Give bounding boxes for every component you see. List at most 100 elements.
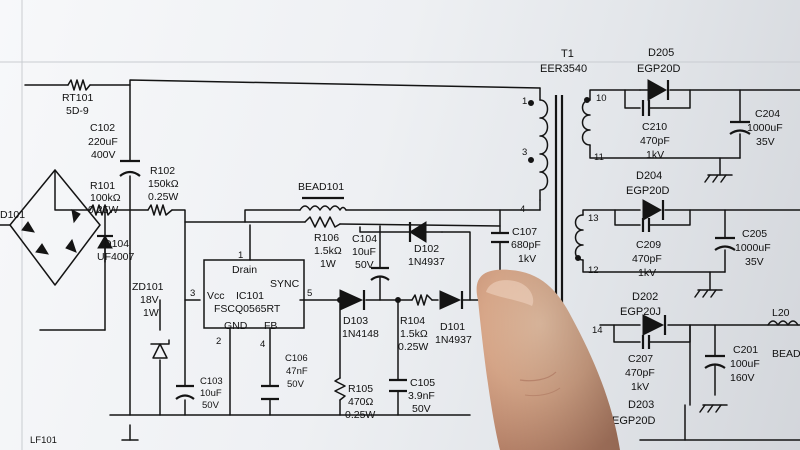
d101-label: D101	[0, 209, 25, 221]
ic-drain-label: Drain	[232, 264, 257, 276]
c207-voltage: 1kV	[631, 381, 649, 393]
ic-pin-5: 5	[307, 288, 312, 299]
c103-ref: C103	[200, 376, 223, 387]
d204-value: EGP20D	[626, 185, 669, 197]
chassis-ground-2	[694, 289, 723, 298]
c107-ref: C107	[512, 226, 537, 238]
t1-pin-14: 14	[592, 325, 603, 336]
r102-power: 0.25W	[148, 191, 178, 203]
d103-diode	[337, 289, 366, 311]
t1-pin-11: 11	[594, 152, 604, 163]
ic-pin-3: 3	[190, 288, 195, 299]
c105-ref: C105	[410, 377, 435, 389]
lf101-label: LF101	[30, 435, 57, 446]
ic101-body	[203, 259, 305, 329]
d205-ref: D205	[648, 47, 674, 59]
r104-ref: R104	[400, 315, 425, 327]
t1-pin-1: 1	[522, 96, 527, 107]
c204-voltage: 35V	[756, 136, 775, 148]
d102-diode	[408, 221, 443, 243]
c205-value: 1000uF	[735, 242, 771, 254]
c106-voltage: 50V	[287, 379, 305, 390]
c209-value: 470pF	[632, 253, 662, 265]
d101-diode-small	[439, 290, 464, 310]
zd101-zener	[150, 339, 170, 359]
c104-capacitor	[370, 266, 390, 281]
r104-power: 0.25W	[398, 341, 428, 353]
bead-label-cut: BEAD	[772, 348, 800, 360]
c106-ref: C106	[285, 353, 308, 364]
t1-pin-13: 13	[588, 213, 599, 224]
c107-value: 680pF	[511, 239, 541, 251]
rt101-value: 5D-9	[66, 105, 89, 117]
c105-value: 3.9nF	[408, 390, 435, 402]
c209-capacitor	[641, 218, 651, 232]
d101b-ref: D101	[440, 321, 465, 333]
ic-pin-4: 4	[260, 339, 265, 350]
ground-symbol	[121, 424, 139, 441]
c106-value: 47nF	[286, 366, 308, 377]
d202-diode	[642, 314, 667, 336]
bead101-ferrite	[299, 196, 347, 211]
r105-value: 470Ω	[348, 396, 374, 408]
r101-value: 100kΩ	[90, 192, 121, 204]
c207-value: 470pF	[625, 367, 655, 379]
t1-pin-12: 12	[588, 265, 599, 276]
d103-ref: D103	[343, 315, 368, 327]
zd101-voltage: 18V	[140, 294, 159, 306]
c210-ref: C210	[642, 121, 667, 133]
ic-pin-1: 1	[238, 250, 243, 261]
d204-ref: D204	[636, 170, 662, 182]
r106-resistor	[304, 216, 341, 228]
ic-ref: IC101	[236, 290, 264, 302]
d203-ref: D203	[628, 399, 654, 411]
c107-voltage: 1kV	[518, 253, 536, 265]
r106-ref: R106	[314, 232, 339, 244]
t1-part: EER3540	[540, 63, 587, 75]
chassis-ground-3	[699, 404, 728, 413]
c102-ref: C102	[90, 122, 115, 134]
c103-voltage: 50V	[202, 400, 220, 411]
d205-value: EGP20D	[637, 63, 680, 75]
c207-capacitor	[641, 335, 651, 349]
c102-capacitor	[119, 159, 141, 177]
r105-resistor	[334, 377, 346, 401]
d203-value: EGP20D	[612, 415, 655, 427]
r101-power: 0.25W	[88, 204, 118, 216]
c102-voltage: 400V	[91, 149, 116, 161]
r101-ref: R101	[90, 180, 115, 192]
c205-voltage: 35V	[745, 256, 764, 268]
r104-resistor	[411, 294, 433, 306]
ic-gnd-label: GND	[224, 320, 248, 332]
c209-ref: C209	[636, 239, 661, 251]
bead101-ref: BEAD101	[298, 181, 344, 193]
d104-value: UF4007	[97, 251, 135, 263]
c204-value: 1000uF	[747, 122, 783, 134]
c107-capacitor	[491, 231, 509, 244]
c106-capacitor	[261, 384, 279, 401]
c205-ref: C205	[742, 228, 767, 240]
l20-inductor	[767, 320, 799, 326]
r104-value: 1.5kΩ	[400, 328, 428, 340]
t1-pin-10: 10	[596, 93, 607, 104]
c210-voltage: 1kV	[646, 149, 664, 161]
r102-value: 150kΩ	[148, 178, 179, 190]
d205-diode	[639, 79, 670, 101]
c201-voltage: 160V	[730, 372, 755, 384]
zd101-power: 1W	[143, 307, 159, 319]
r102-resistor	[147, 204, 173, 216]
r101-resistor	[89, 204, 113, 216]
c201-ref: C201	[733, 344, 758, 356]
c201-capacitor	[704, 354, 726, 369]
zd101-ref: ZD101	[132, 281, 164, 293]
c204-ref: C204	[755, 108, 780, 120]
c104-value: 10uF	[352, 246, 376, 258]
ic-part-number: FSCQ0565RT	[214, 303, 281, 315]
c105-voltage: 50V	[412, 403, 431, 415]
r106-power: 1W	[320, 258, 336, 270]
d103-value: 1N4148	[342, 328, 379, 340]
ic-fb-label: FB	[264, 320, 277, 332]
d202-ref: D202	[632, 291, 658, 303]
